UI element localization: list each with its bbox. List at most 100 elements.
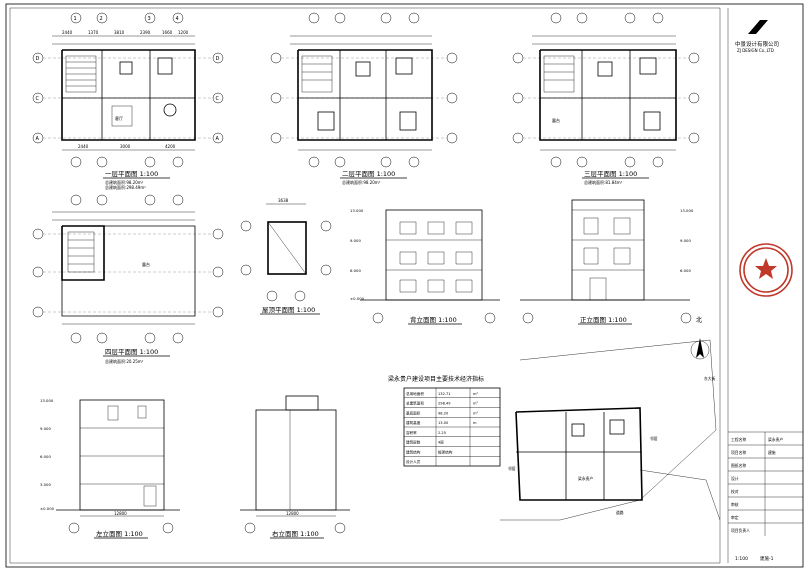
titleblock-label: 项目名称 (731, 450, 746, 455)
titleblock-label: 审核 (731, 502, 739, 507)
dim-text: 2390 (140, 30, 151, 35)
grid-label: C (36, 96, 40, 102)
dim-text: 3638 (278, 198, 289, 203)
level-text: 13.000 (40, 398, 54, 403)
dim-text: 3000 (120, 144, 131, 149)
dim-text: 12800 (286, 511, 299, 516)
room-label: 露台 (552, 117, 560, 123)
table-cell: 总用地面积 (406, 391, 424, 396)
front-elevation-title: 正立面图 1:100 (580, 315, 627, 324)
area-text: 总建筑面积:298.49m² (105, 184, 146, 190)
table-cell: 98.20 (438, 411, 449, 415)
table-cell: m (473, 421, 477, 425)
table-cell: 框架结构 (438, 449, 453, 454)
titleblock-value: 梁永贵户 (768, 437, 783, 442)
level-text: 6.000 (350, 268, 361, 273)
grid-label: 4 (176, 16, 179, 22)
titleblock-label: 图纸名称 (731, 463, 746, 468)
title-block: 中景设计有限公司 ZJ DESIGN Co.,LTD 工程名称梁永贵户项目名称建… (728, 20, 803, 562)
site-label: 道路 (616, 510, 624, 515)
site-label: 邻居 (650, 436, 658, 441)
dim-text: 12800 (114, 511, 127, 516)
plan-4-title: 四层平面图 1:100 (105, 348, 158, 356)
table-cell: 总建筑面积 (406, 401, 424, 406)
level-text: 9.000 (40, 426, 51, 431)
level-text: 6.000 (40, 454, 51, 459)
titleblock-label: 工程名称 (731, 437, 746, 442)
area-text: 总建筑面积:98.20m² (105, 179, 144, 185)
table-cell: m² (473, 392, 479, 396)
table-cell: 基底面积 (406, 410, 421, 415)
table-cell: 建筑高度 (406, 420, 421, 425)
dim-text: 3810 (114, 30, 125, 35)
level-text: 13.000 (680, 208, 694, 213)
dim-text: 2440 (78, 144, 89, 149)
titleblock-label: 设计 (731, 476, 739, 481)
plan-3: 露台 三层平面图 1:100 总建筑面积:81.84m² (512, 12, 700, 185)
titleblock-value: 建施 (768, 450, 776, 455)
site-label: 邻居 (508, 466, 516, 471)
site-label: 东大街 (704, 376, 716, 381)
grid-label: A (216, 136, 220, 142)
plan-2-title: 二层平面图 1:100 (342, 170, 395, 178)
table-cell: m² (473, 402, 479, 406)
titleblock-label: 校对 (731, 489, 739, 494)
table-cell: 132.71 (438, 392, 451, 396)
north-label: 北 (696, 316, 702, 324)
grid-label: D (36, 56, 40, 62)
grid-label: 1 (74, 16, 77, 22)
level-text: 13.000 (350, 208, 364, 213)
dim-text: 1660 (162, 30, 173, 35)
table-cell: m² (473, 411, 479, 415)
sheet-number: 建施-1 (760, 555, 774, 562)
grid-label: 2 (100, 16, 103, 22)
dim-text: 1200 (178, 30, 189, 35)
level-text: 3.000 (40, 482, 51, 487)
company-name: 中景设计有限公司 (735, 40, 779, 48)
grid-label: C (216, 96, 220, 102)
company-stamp (739, 243, 793, 297)
titleblock-label: 项目负责人 (731, 528, 750, 533)
level-text: ±0.000 (350, 296, 365, 301)
area-text: 总建筑面积:20.25m² (105, 358, 144, 364)
sheet-scale: 1:100 (735, 556, 748, 562)
level-text: 6.000 (680, 268, 691, 273)
table-cell: 容积率 (406, 430, 417, 435)
room-label: 露台 (142, 261, 150, 267)
plan-4: 露台 四层平面图 1:100 总建筑面积:20.25m² (32, 194, 224, 364)
roof-plan: 3638 屋顶平面图 1:100 (240, 198, 332, 315)
grid-label: A (36, 136, 40, 142)
table-cell: 2.25 (438, 431, 446, 435)
level-text: 9.000 (350, 238, 361, 243)
level-text: 9.000 (680, 238, 691, 243)
area-text: 总建筑面积:81.84m² (584, 179, 623, 185)
dim-text: 1370 (88, 30, 99, 35)
table-cell: 4层 (438, 440, 444, 445)
left-elevation: 13.000 9.000 6.000 3.000 ±0.000 12800 左立… (40, 398, 180, 539)
front-elevation: 13.000 9.000 6.000 正立面图 1:100 北 (520, 199, 702, 325)
right-elevation: 12800 右立面图 1:100 (240, 395, 350, 539)
back-elevation-title: 背立面图 1:100 (410, 315, 457, 324)
plan-3-title: 三层平面图 1:100 (584, 170, 637, 178)
titleblock-label: 审定 (731, 515, 739, 520)
area-text: 总建筑面积:98.20m² (342, 179, 381, 185)
plan-1-title: 一层平面图 1:100 (105, 170, 158, 178)
grid-label: D (216, 56, 220, 62)
site-label: 梁永贵户 (578, 476, 593, 481)
dim-text: 4200 (165, 144, 176, 149)
table-cell: 设计人员 (406, 459, 421, 464)
left-elevation-title: 左立面图 1:100 (96, 529, 143, 538)
back-elevation: 13.000 9.000 6.000 ±0.000 背立面图 1:100 (350, 208, 500, 325)
table-heading: 梁永贵户建设项目主要技术经济指标 (388, 375, 484, 383)
company-name-en: ZJ DESIGN Co.,LTD (737, 48, 774, 53)
grid-label: 3 (148, 16, 151, 22)
right-elevation-title: 右立面图 1:100 (272, 529, 319, 538)
level-text: ±0.000 (40, 506, 55, 511)
plan-2: 二层平面图 1:100 总建筑面积:98.20m² (270, 12, 458, 185)
roof-plan-title: 屋顶平面图 1:100 (262, 306, 315, 314)
site-plan: 邻居 梁永贵户 邻居 道路 东大街 (500, 338, 721, 521)
plan-1: 2440 1370 3810 2390 1660 1200 1 2 3 4 D … (32, 12, 224, 190)
